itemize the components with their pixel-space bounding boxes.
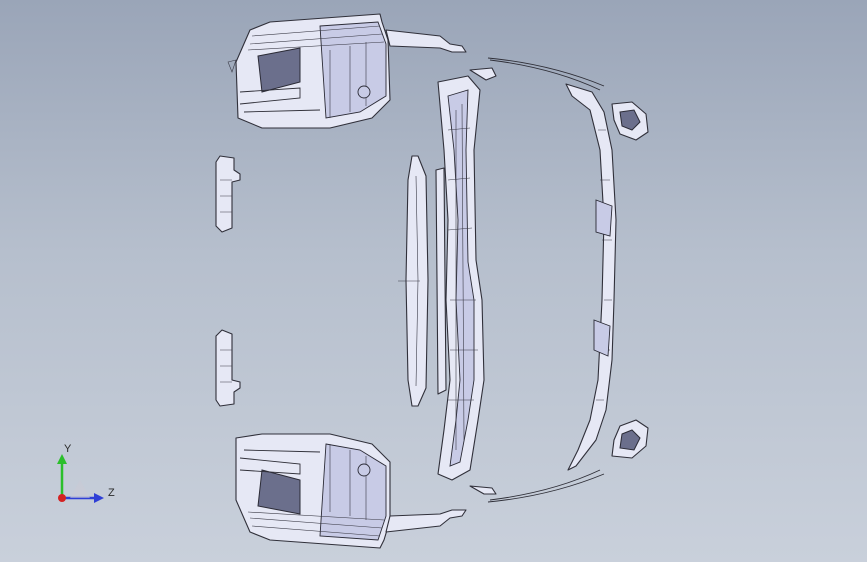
y-axis-label: Y bbox=[64, 443, 72, 455]
windshield-part[interactable] bbox=[398, 155, 429, 407]
roof-arc-part[interactable] bbox=[487, 57, 605, 503]
x-axis-icon bbox=[58, 494, 66, 502]
coordinate-triad: Y Z bbox=[57, 443, 115, 503]
lower-bracket-part[interactable] bbox=[215, 329, 241, 407]
front-frame-part[interactable] bbox=[565, 83, 617, 471]
cowl-panel-part[interactable] bbox=[435, 67, 497, 495]
lower-mirror-part[interactable] bbox=[611, 419, 649, 459]
upper-mirror-part[interactable] bbox=[611, 101, 649, 141]
z-axis-label: Z bbox=[108, 487, 115, 499]
top-fender-part[interactable] bbox=[227, 13, 467, 129]
upper-bracket-part[interactable] bbox=[215, 155, 241, 233]
bottom-fender-part[interactable] bbox=[235, 433, 467, 549]
